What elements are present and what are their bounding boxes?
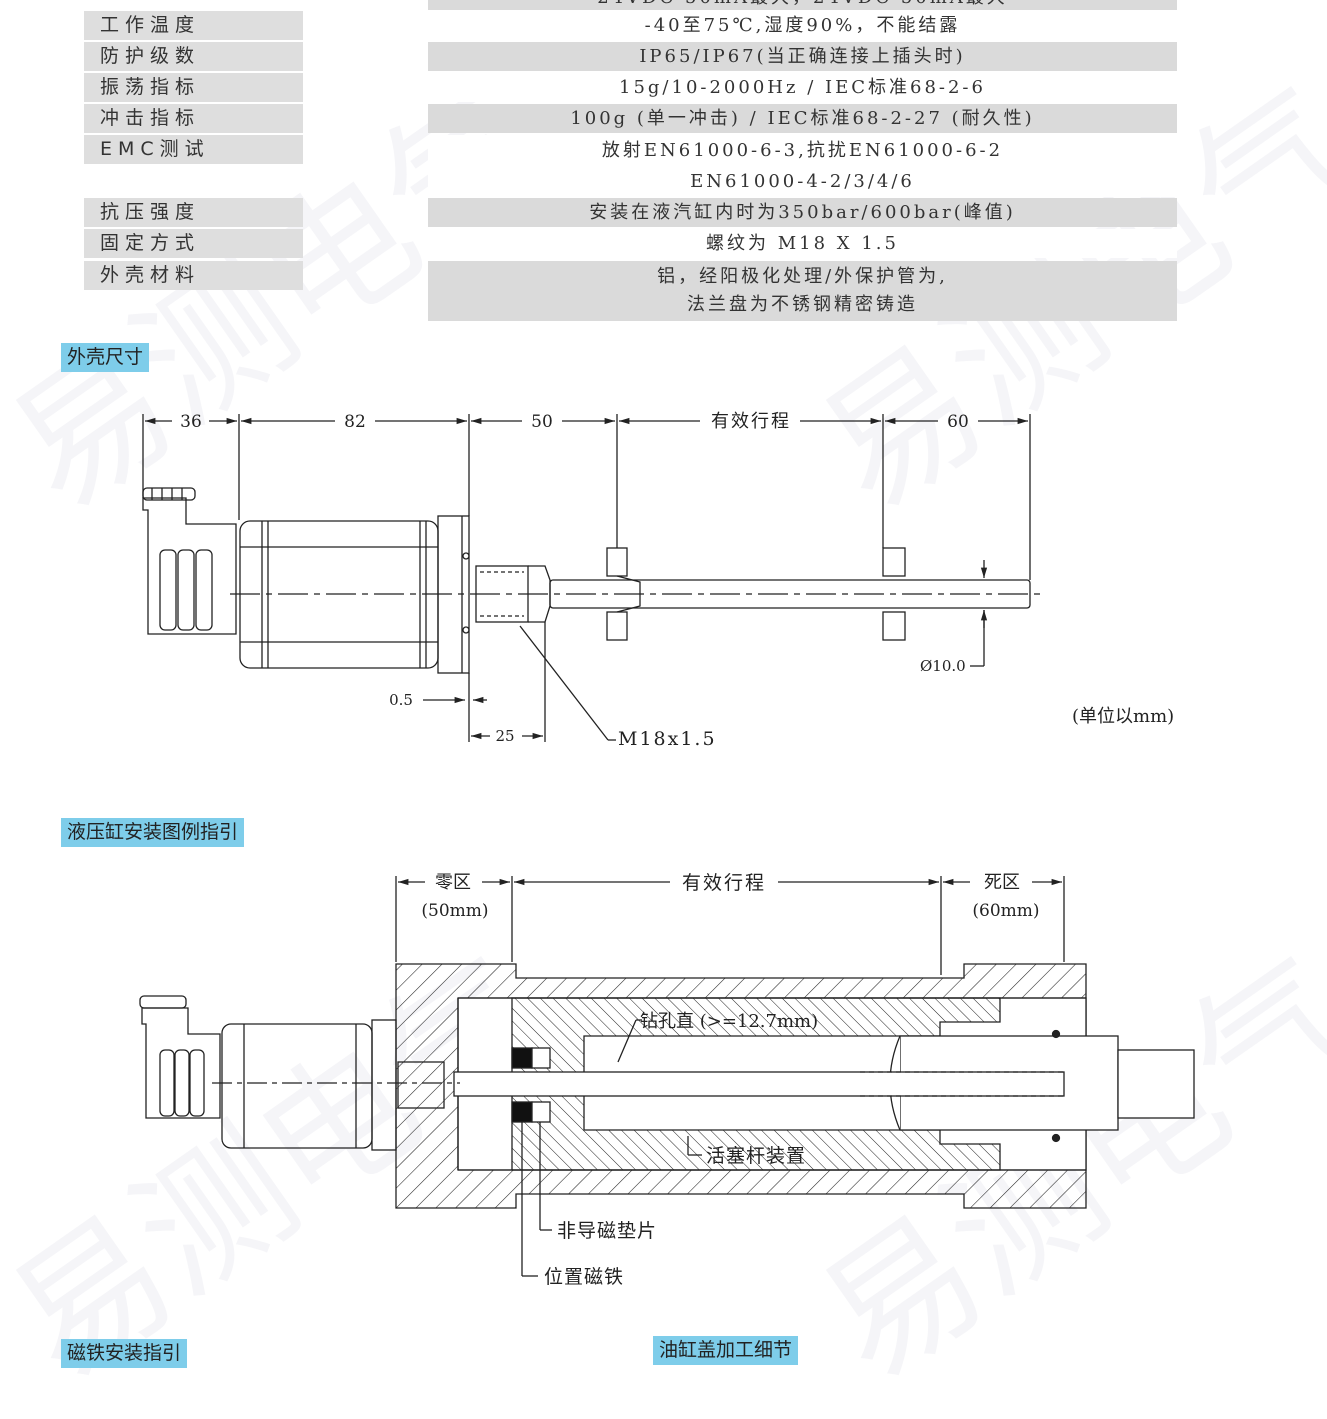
cylinder-drawing: 零区 (50mm) 有效行程 死区 (60mm) 钻孔直 (>=12.7mm) … [139,872,1195,1288]
dim-50: 50 [531,412,553,432]
unit-note: (单位以mm) [1072,706,1174,727]
spec-value: 安装在液汽缸内时为350bar/600bar(峰值) [428,198,1177,227]
spec-value: 螺纹为 M18 X 1.5 [428,229,1177,258]
spec-value: 100g (单一冲击) / IEC标准68-2-27 (耐久性) [428,104,1177,133]
thread-label: M18x1.5 [618,728,717,750]
dead-zone-label: 死区 [984,872,1020,893]
stroke-label: 有效行程 [682,872,766,894]
spec-label: 防护级数 [84,42,303,71]
dim-stroke: 有效行程 [711,411,791,432]
dim-0-5: 0.5 [389,691,413,709]
section-title-dimensions: 外壳尺寸 [61,343,150,372]
spec-label: 外壳材料 [84,261,303,290]
spec-label: 振荡指标 [84,73,303,102]
spec-label: 固定方式 [84,229,303,258]
dead-zone-mm: (60mm) [972,901,1039,921]
zero-zone-label: 零区 [435,872,471,893]
dimension-drawing: 36 82 50 有效行程 60 0.5 25 M18x1.5 Ø10.0 (单… [142,411,1174,750]
dim-60: 60 [947,412,969,432]
dia-label: Ø10.0 [920,657,966,675]
spec-value: 放射EN61000-6-3,抗扰EN61000-6-2 EN61000-4-2/… [428,135,1177,197]
spacer-label: 非导磁垫片 [557,1220,657,1242]
spec-value: 24VDC 50mA最大，24VDC 50mA最大 [428,0,1177,10]
dim-36: 36 [180,412,202,432]
spec-value: IP65/IP67(当正确连接上插头时) [428,42,1177,71]
section-title-cylinder: 液压缸安装图例指引 [61,818,245,847]
spec-label: EMC测试 [84,135,303,164]
magnet-label: 位置磁铁 [544,1266,624,1288]
spec-label: 冲击指标 [84,104,303,133]
spec-label: 抗压强度 [84,198,303,227]
dim-25: 25 [495,727,514,745]
dim-82: 82 [344,412,366,432]
spec-value: 15g/10-2000Hz / IEC标准68-2-6 [428,73,1177,102]
section-title-cap: 油缸盖加工细节 [653,1336,799,1365]
spec-label: 工作温度 [84,11,303,40]
zero-zone-mm: (50mm) [421,901,488,921]
section-title-magnet: 磁铁安装指引 [61,1339,188,1368]
spec-value: -40至75℃,湿度90%，不能结露 [428,11,1177,40]
spec-value: 铝，经阳极化处理/外保护管为, 法兰盘为不锈钢精密铸造 [428,261,1177,321]
drill-label: 钻孔直 (>=12.7mm) [640,1011,818,1032]
piston-rod-label: 活塞杆装置 [706,1145,806,1167]
